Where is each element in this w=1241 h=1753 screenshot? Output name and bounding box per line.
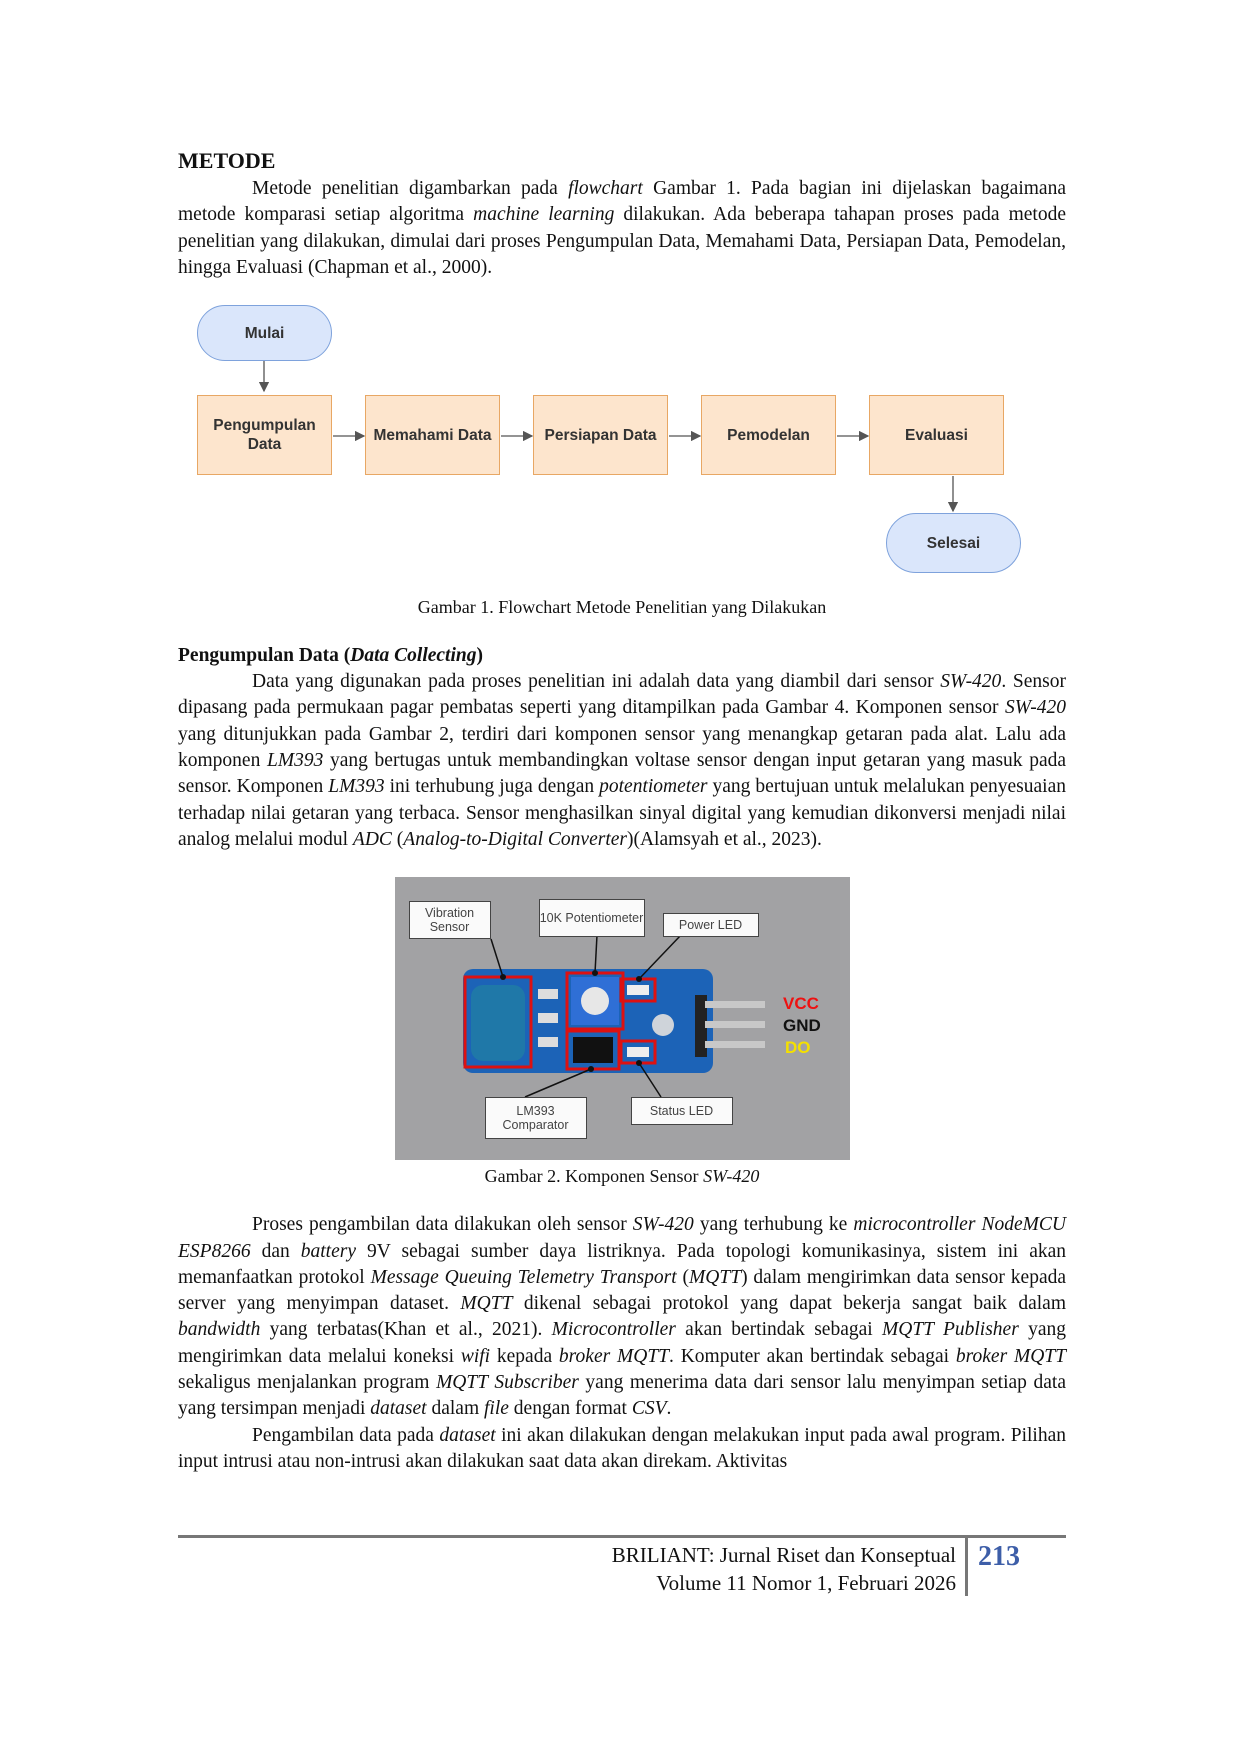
sensor-photo: VCC GND DO Vibration Sensor 10K Potentio…	[394, 877, 850, 1161]
flow-step-persiapan-data: Persiapan Data	[533, 395, 668, 476]
page-content: METODE Metode penelitian digambarkan pad…	[178, 148, 1066, 1475]
footer-rule	[178, 1535, 1066, 1538]
flow-step-pengumpulan-data: Pengumpulan Data	[197, 395, 332, 476]
pin-do-label: DO	[785, 1038, 811, 1057]
paragraph-proses: Proses pengambilan data dilakukan oleh s…	[178, 1214, 1067, 1420]
paragraph-pengambilan: Pengambilan data pada dataset ini akan d…	[178, 1424, 1066, 1472]
pin-vcc-label: VCC	[783, 994, 819, 1013]
figure1-caption: Gambar 1. Flowchart Metode Penelitian ya…	[417, 597, 827, 618]
journal-volume: Volume 11 Nomor 1, Februari 2026	[656, 1571, 956, 1595]
label-potentiometer: 10K Potentiometer	[538, 899, 645, 938]
footer-divider	[965, 1538, 968, 1596]
section-title: METODE	[178, 148, 276, 173]
flow-step-evaluasi: Evaluasi	[869, 395, 1004, 476]
label-vibration-sensor: Vibration Sensor	[408, 901, 491, 940]
vibration-sensor-highlight	[463, 975, 532, 1069]
flow-start: Mulai	[197, 305, 332, 362]
flow-step-memahami-data: Memahami Data	[365, 395, 500, 476]
journal-name: BRILIANT: Jurnal Riset dan Konseptual	[611, 1543, 956, 1567]
flowchart-connectors	[258, 357, 959, 513]
label-status-led: Status LED	[630, 1097, 733, 1126]
flow-step-pemodelan: Pemodelan	[701, 395, 836, 476]
footer-journal-info: BRILIANT: Jurnal Riset dan Konseptual Vo…	[612, 1541, 956, 1597]
subsection-title: Pengumpulan Data (Data Collecting)	[178, 645, 483, 667]
paragraph-pengumpulan-data: Data yang digunakan pada proses peneliti…	[178, 671, 1066, 850]
pin-gnd-label: GND	[783, 1016, 821, 1035]
paragraph-metode: Metode penelitian digambarkan pada flowc…	[178, 178, 1067, 278]
figure2-caption: Gambar 2. Komponen Sensor SW-420	[484, 1166, 760, 1187]
page-footer: BRILIANT: Jurnal Riset dan Konseptual Vo…	[178, 1535, 1066, 1596]
flow-end: Selesai	[886, 513, 1021, 574]
flowchart-figure: Mulai Pengumpulan Data Memahami Data Per…	[178, 301, 1066, 587]
label-power-led: Power LED	[662, 913, 759, 938]
label-lm393: LM393 Comparator	[484, 1097, 587, 1140]
page-number: 213	[978, 1541, 1020, 1572]
